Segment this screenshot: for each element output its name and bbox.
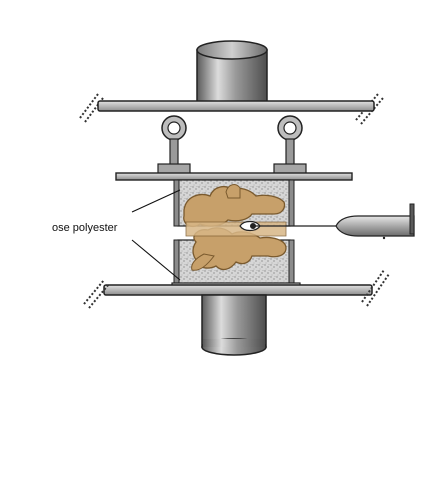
right-eye-bolt [273, 115, 307, 175]
lower-cylinder [201, 294, 267, 356]
lower-left-hatch [83, 279, 110, 309]
lower-crossbar [103, 284, 373, 296]
pressure-probe [253, 203, 415, 240]
upper-specimen-plate [115, 172, 353, 181]
lower-right-hatch [361, 269, 390, 307]
upper-cylinder [196, 40, 268, 105]
callout-label: ose polyester [52, 222, 118, 234]
callout-leaders [131, 189, 181, 281]
upper-crossbar [97, 100, 375, 112]
intervertebral-disc [185, 221, 287, 237]
left-eye-bolt [157, 115, 191, 175]
